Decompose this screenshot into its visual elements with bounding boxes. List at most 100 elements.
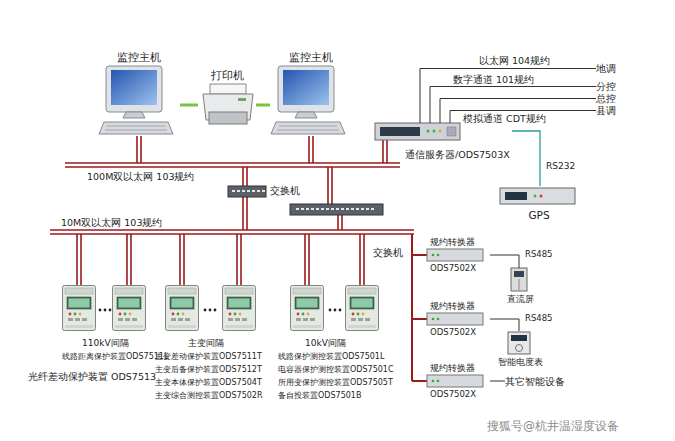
dc-panel-icon <box>511 268 527 291</box>
node-label: 总控 <box>596 92 616 105</box>
switch-icon <box>296 208 374 210</box>
connector-line <box>490 381 505 382</box>
edge-label: 模拟通道 CDT规约 <box>462 112 547 125</box>
bus-line <box>243 167 247 230</box>
server-icon <box>375 123 460 140</box>
connector-line <box>512 131 540 186</box>
meter-icon <box>508 332 530 354</box>
gps-icon <box>500 188 575 204</box>
dispatch-target: 县调 <box>596 104 628 117</box>
bus-line <box>77 234 131 285</box>
bus-line <box>328 167 342 230</box>
printer-icon <box>238 98 246 101</box>
node-sublabel: 线路保护测控装置ODS7501L <box>278 351 384 362</box>
connector-line <box>256 104 270 107</box>
protocol-converter: 规约转换器 ODS7502X <box>425 362 490 402</box>
switch-icon <box>228 186 266 197</box>
node-sublabel: 主变本体保护装置ODS7504T <box>155 377 262 388</box>
server-icon <box>439 130 442 133</box>
converter-icon <box>427 313 483 325</box>
node-sublabel: 备自投装置ODS7501B <box>278 390 361 401</box>
connector-line <box>490 255 519 268</box>
ellipsis-dots <box>99 309 342 312</box>
server-icon <box>447 127 456 136</box>
printer-icon <box>210 84 246 94</box>
node-sublabel: 主变差动保护装置ODS7511T <box>155 351 262 362</box>
smart-meter: 智能电度表 <box>488 331 552 371</box>
node-sublabel: 光纤差动保护装置 ODS7513 <box>28 370 156 383</box>
ellipsis-dots <box>329 309 332 312</box>
ellipsis-dots <box>209 309 212 312</box>
relay-device-icon <box>346 286 379 331</box>
connector-line <box>490 319 519 331</box>
node-label: 10kV间隔 <box>305 337 346 349</box>
dc-panel-icon <box>519 279 520 290</box>
ellipsis-dots <box>109 309 112 312</box>
node-sublabel: 电容器保护测控装置ODS7501C <box>278 364 393 375</box>
relay-device-icon <box>113 286 146 331</box>
server-icon <box>427 130 430 133</box>
edge-label: 以太网 104规约 <box>478 54 551 67</box>
edge-label: RS485 <box>524 312 554 324</box>
relay-device-icon <box>291 286 324 331</box>
watermark: 搜狐号@杭井温湿度设备 <box>486 419 620 434</box>
protocol-converter: 规约转换器ODS7502X <box>425 236 490 276</box>
gps-icon <box>534 195 537 198</box>
node-label: 通信服务器/ODS7503X <box>405 148 510 161</box>
meter-icon <box>511 335 527 341</box>
converter-led <box>437 380 440 383</box>
relay-device-icon <box>223 286 256 331</box>
edge-label: RS232 <box>545 160 576 172</box>
server-icon <box>375 123 460 140</box>
node-label: 智能电度表 <box>498 356 543 368</box>
bus-line <box>50 230 414 234</box>
node-sublabel: 主变后备保护装置ODS7512T <box>155 364 262 375</box>
node-label: 其它智能设备 <box>505 375 565 388</box>
dispatch-target: 地调 <box>596 62 628 75</box>
node-label: 直流屏 <box>507 293 534 305</box>
bus-line <box>65 163 400 167</box>
edge-label: 数字通道 101规约 <box>452 73 535 86</box>
relay-device-icon <box>63 286 379 331</box>
converter-icon <box>427 375 483 387</box>
bus-line <box>50 136 427 381</box>
ellipsis-dots <box>104 309 107 312</box>
converter-led <box>432 254 435 257</box>
node-label: 交换机 <box>270 184 300 197</box>
gps-icon <box>540 195 543 198</box>
ellipsis-dots <box>214 309 217 312</box>
converter-led <box>432 380 435 383</box>
server-icon <box>380 127 420 136</box>
dc-panel-icon <box>514 271 524 277</box>
converter-icon <box>427 249 483 261</box>
printer-icon <box>209 112 247 124</box>
relay-device-icon <box>63 286 96 331</box>
converter-led <box>437 318 440 321</box>
node-label: 规约转换器 <box>430 362 475 374</box>
node-sublabel: ODS7502X <box>430 326 476 338</box>
bus-label: 10M双以太网 103规约 <box>60 216 163 229</box>
bus-label: 100M双以太网 103规约 <box>86 170 195 183</box>
switch-icon <box>290 204 383 215</box>
dc-panel: 直流屏 <box>496 268 544 306</box>
switch-icon <box>228 186 383 215</box>
node-sublabel: ODS7502X <box>430 388 476 400</box>
ellipsis-dots <box>339 309 342 312</box>
converter-led <box>437 254 440 257</box>
node-label: 主变间隔 <box>188 337 224 349</box>
gps-icon <box>505 192 527 200</box>
comm-server: 通信服务器/ODS7503X <box>372 123 512 161</box>
printer: 打印机 <box>198 68 256 130</box>
computer-icon <box>99 66 345 134</box>
node-label: GPS <box>528 208 549 222</box>
meter-icon <box>516 345 523 352</box>
node-sublabel: 主变综合测控装置ODS7502R <box>155 390 262 401</box>
dispatch-target: 总控 <box>596 92 628 105</box>
bus-line <box>180 234 241 285</box>
node-sublabel: 线路距离保护装置ODS7511L <box>62 351 168 362</box>
computer-icon <box>99 66 173 134</box>
bus-line <box>305 234 364 285</box>
relay-device-icon <box>166 286 199 331</box>
node-label: 监控主机 <box>117 50 161 64</box>
bay-group: 110kV间隔线路距离保护装置ODS7511L光纤差动保护装置 ODS7513 <box>25 283 171 383</box>
